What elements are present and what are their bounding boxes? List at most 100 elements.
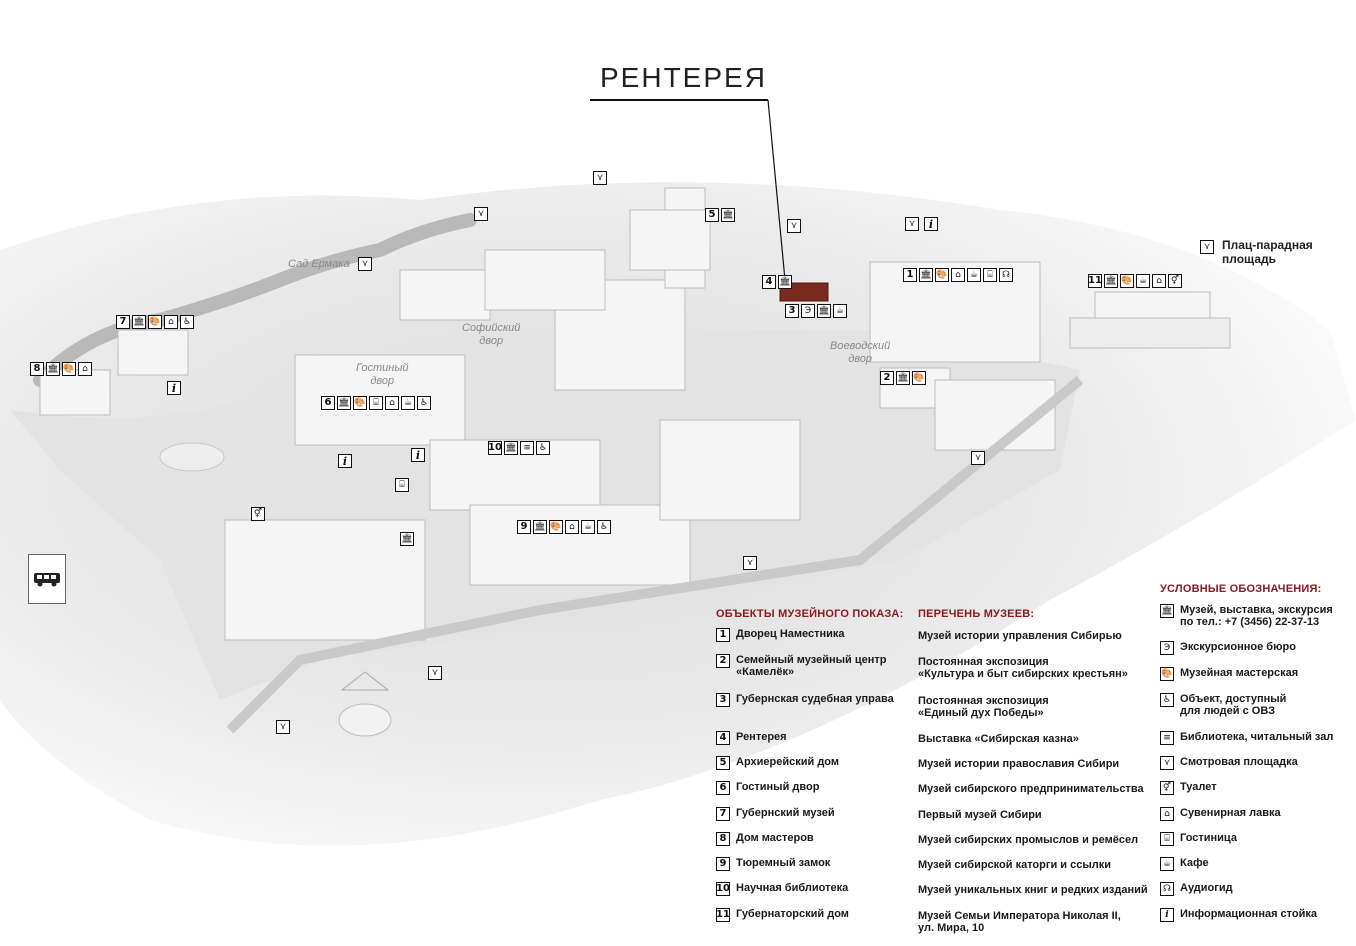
prison-yard-building — [224, 519, 426, 641]
accessible-icon: ♿ — [1160, 693, 1174, 707]
viewpoint-icon[interactable]: ⋎ — [474, 207, 488, 221]
legend-label: Гостиница — [1180, 832, 1237, 844]
souvenir-icon: ⌂ — [951, 268, 965, 282]
marker-9[interactable]: 9🏛🎨⌂☕♿ — [517, 520, 613, 534]
toilet-icon[interactable]: ⚥ — [251, 507, 265, 521]
info-icon[interactable]: i — [411, 448, 425, 462]
museum-icon: 🏛 — [817, 304, 831, 318]
hotel-icon: ⌸ — [1160, 832, 1174, 846]
object-name: Губернаторский дом — [736, 908, 849, 920]
marker-4[interactable]: 4🏛 — [762, 275, 794, 289]
info-icon[interactable]: i — [167, 381, 181, 395]
museum-icon: 🏛 — [896, 371, 910, 385]
marker-7[interactable]: 7🏛🎨⌂♿ — [116, 315, 196, 329]
souvenir-icon: ⌂ — [164, 315, 178, 329]
bus-icon — [34, 573, 60, 587]
marker-10[interactable]: 10🏛≡♿ — [488, 441, 552, 455]
viewpoint-icon[interactable]: ⋎ — [428, 666, 442, 680]
object-number: 11 — [716, 908, 730, 922]
marker-2[interactable]: 2🏛🎨 — [880, 371, 928, 385]
museum-icon: 🏛 — [504, 441, 518, 455]
object-number: 1 — [716, 628, 730, 642]
cafe-icon: ☕ — [1160, 857, 1174, 871]
info-icon[interactable]: i — [924, 217, 938, 231]
marker-8[interactable]: 8🏛🎨⌂ — [30, 362, 94, 376]
accessible-icon: ♿ — [536, 441, 550, 455]
excursion-bureau-icon: Э — [1160, 641, 1174, 655]
souvenir-icon: ⌂ — [565, 520, 579, 534]
museum-name: Музей сибирской каторги и ссылки — [918, 859, 1111, 871]
label-sofia-yard: Софийский двор — [462, 322, 521, 347]
marker-11[interactable]: 11🏛🎨☕⌂⚥ — [1088, 274, 1184, 288]
museum-icon: 🏛 — [778, 275, 792, 289]
object-row-11[interactable]: 11 Губернаторский дом — [716, 908, 849, 922]
object-name: Семейный музейный центр «Камелёк» — [736, 654, 887, 678]
cafe-icon: ☕ — [581, 520, 595, 534]
object-number: 10 — [716, 882, 730, 896]
viewpoint-icon[interactable]: ⋎ — [1200, 240, 1214, 254]
museum-name: Музей сибирского предпринимательства — [918, 783, 1144, 795]
excursion-bureau-icon: Э — [801, 304, 815, 318]
legend-item: ≡ Библиотека, читальный зал — [1160, 731, 1333, 745]
object-row-4[interactable]: 4 Рентерея — [716, 731, 787, 745]
fortress-wall — [226, 376, 1084, 734]
marker-number: 4 — [762, 275, 776, 289]
marker-number: 8 — [30, 362, 44, 376]
bus-stop-sign[interactable] — [28, 554, 66, 604]
marker-6[interactable]: 6🏛🎨⌸⌂☕♿ — [321, 396, 433, 410]
cafe-icon: ☕ — [1136, 274, 1150, 288]
viewpoint-icon[interactable]: ⋎ — [593, 171, 607, 185]
legend-label: Библиотека, читальный зал — [1180, 731, 1334, 743]
souvenir-icon: ⌂ — [1160, 807, 1174, 821]
accessible-icon: ♿ — [417, 396, 431, 410]
object-number: 9 — [716, 857, 730, 871]
legend-label: Туалет — [1180, 781, 1217, 793]
legend-label: Аудиогид — [1180, 882, 1233, 894]
museum-name: Музей истории православия Сибири — [918, 758, 1120, 770]
workshop-icon: 🎨 — [62, 362, 76, 376]
hotel-icon[interactable]: ⌸ — [395, 478, 409, 492]
title-pointer-line — [767, 99, 786, 281]
souvenir-icon: ⌂ — [78, 362, 92, 376]
info-icon[interactable]: i — [338, 454, 352, 468]
cafe-icon: ☕ — [833, 304, 847, 318]
viewpoint-icon[interactable]: ⋎ — [971, 451, 985, 465]
objects-header: ОБЪЕКТЫ МУЗЕЙНОГО ПОКАЗА: — [716, 608, 904, 620]
library-icon: ≡ — [1160, 731, 1174, 745]
object-number: 4 — [716, 731, 730, 745]
legend-label: Смотровая площадка — [1180, 756, 1298, 768]
object-row-2[interactable]: 2 Семейный музейный центр «Камелёк» — [716, 654, 886, 678]
accessible-icon: ♿ — [597, 520, 611, 534]
museum-name: Музей уникальных книг и редких изданий — [918, 884, 1148, 896]
object-name: Рентерея — [736, 731, 787, 743]
legend-item: ☊Аудиогид — [1160, 882, 1233, 896]
museum-icon[interactable]: 🏛 — [400, 532, 414, 546]
souvenir-icon: ⌂ — [1152, 274, 1166, 288]
object-number: 5 — [716, 756, 730, 770]
viewpoint-icon[interactable]: ⋎ — [358, 257, 372, 271]
renterea-building[interactable] — [779, 282, 829, 302]
legend-item: 🎨Музейная мастерская — [1160, 667, 1298, 681]
marker-1[interactable]: 1🏛🎨⌂☕⌸☊ — [903, 268, 1015, 282]
viewpoint-icon[interactable]: ⋎ — [787, 219, 801, 233]
object-number: 2 — [716, 654, 730, 668]
viewpoint-icon[interactable]: ⋎ — [905, 217, 919, 231]
viewpoint-icon[interactable]: ⋎ — [743, 556, 757, 570]
plac-square — [1069, 317, 1231, 349]
viewpoint-icon[interactable]: ⋎ — [276, 720, 290, 734]
object-name: Губернский музей — [736, 807, 835, 819]
workshop-icon: 🎨 — [549, 520, 563, 534]
legend-item: ⚥Туалет — [1160, 781, 1217, 795]
plaza-circle — [159, 442, 225, 472]
marker-5[interactable]: 5🏛 — [705, 208, 737, 222]
